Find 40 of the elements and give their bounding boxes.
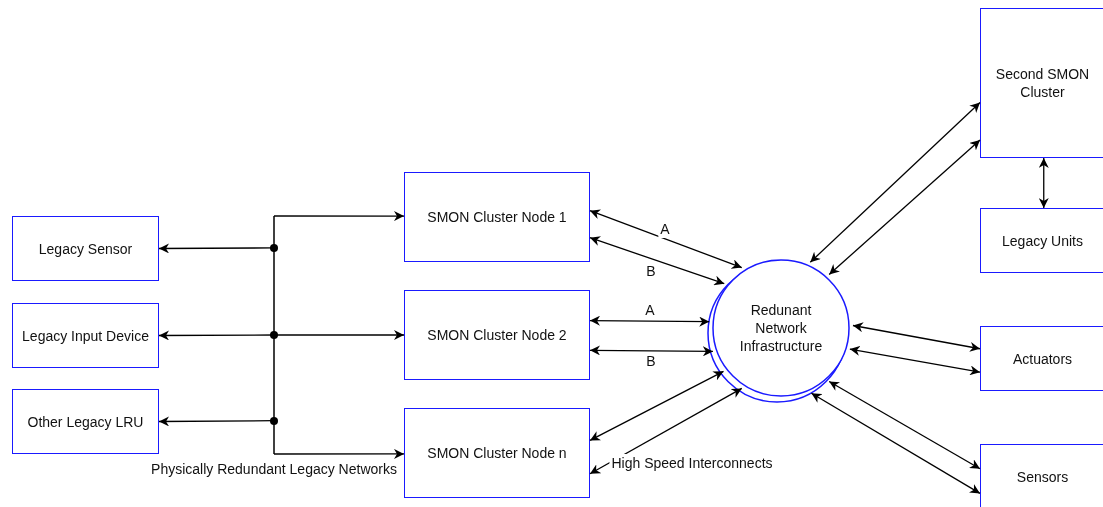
edge-label: High Speed Interconnects [609, 454, 775, 472]
node-label: SMON Cluster Node 1 [427, 208, 567, 226]
double-arrow [810, 392, 981, 495]
node-label: Legacy Sensor [38, 239, 133, 258]
process-box [980, 326, 1103, 391]
double-arrow [849, 345, 981, 376]
double-arrow [809, 101, 981, 263]
double-arrow [589, 236, 725, 286]
process-box [12, 216, 159, 281]
node-caption: Physically Redundant Legacy Networks [151, 460, 397, 478]
bus-line [269, 216, 279, 454]
process-box [404, 172, 590, 262]
double-arrow [589, 387, 743, 475]
node-label: Redunant Network Infrastructure [738, 301, 824, 355]
process-box [404, 290, 590, 380]
arrow [273, 211, 405, 222]
process-box [980, 8, 1103, 158]
node-label: Legacy Units [1002, 231, 1083, 250]
double-arrow [1038, 157, 1049, 209]
double-arrow [828, 139, 981, 276]
process-box [980, 444, 1103, 507]
arrow [273, 448, 405, 459]
double-arrow [828, 380, 981, 470]
process-box [404, 408, 590, 498]
network-circle [709, 256, 853, 400]
double-arrow [589, 315, 710, 327]
node-label: Actuators [1012, 349, 1073, 368]
process-box [980, 208, 1103, 273]
double-arrow [589, 345, 714, 357]
double-arrow [589, 370, 725, 442]
node-label: Legacy Input Device [22, 326, 149, 345]
node-label: Second SMON Cluster [994, 65, 1091, 101]
process-box [12, 389, 159, 454]
node-label: Other Legacy LRU [27, 412, 144, 431]
process-box [12, 303, 159, 368]
double-arrow [589, 209, 743, 269]
node-label: SMON Cluster Node 2 [427, 326, 567, 344]
node-label: Sensors [1016, 467, 1069, 486]
double-arrow [852, 322, 981, 352]
node-label: SMON Cluster Node n [427, 444, 567, 462]
